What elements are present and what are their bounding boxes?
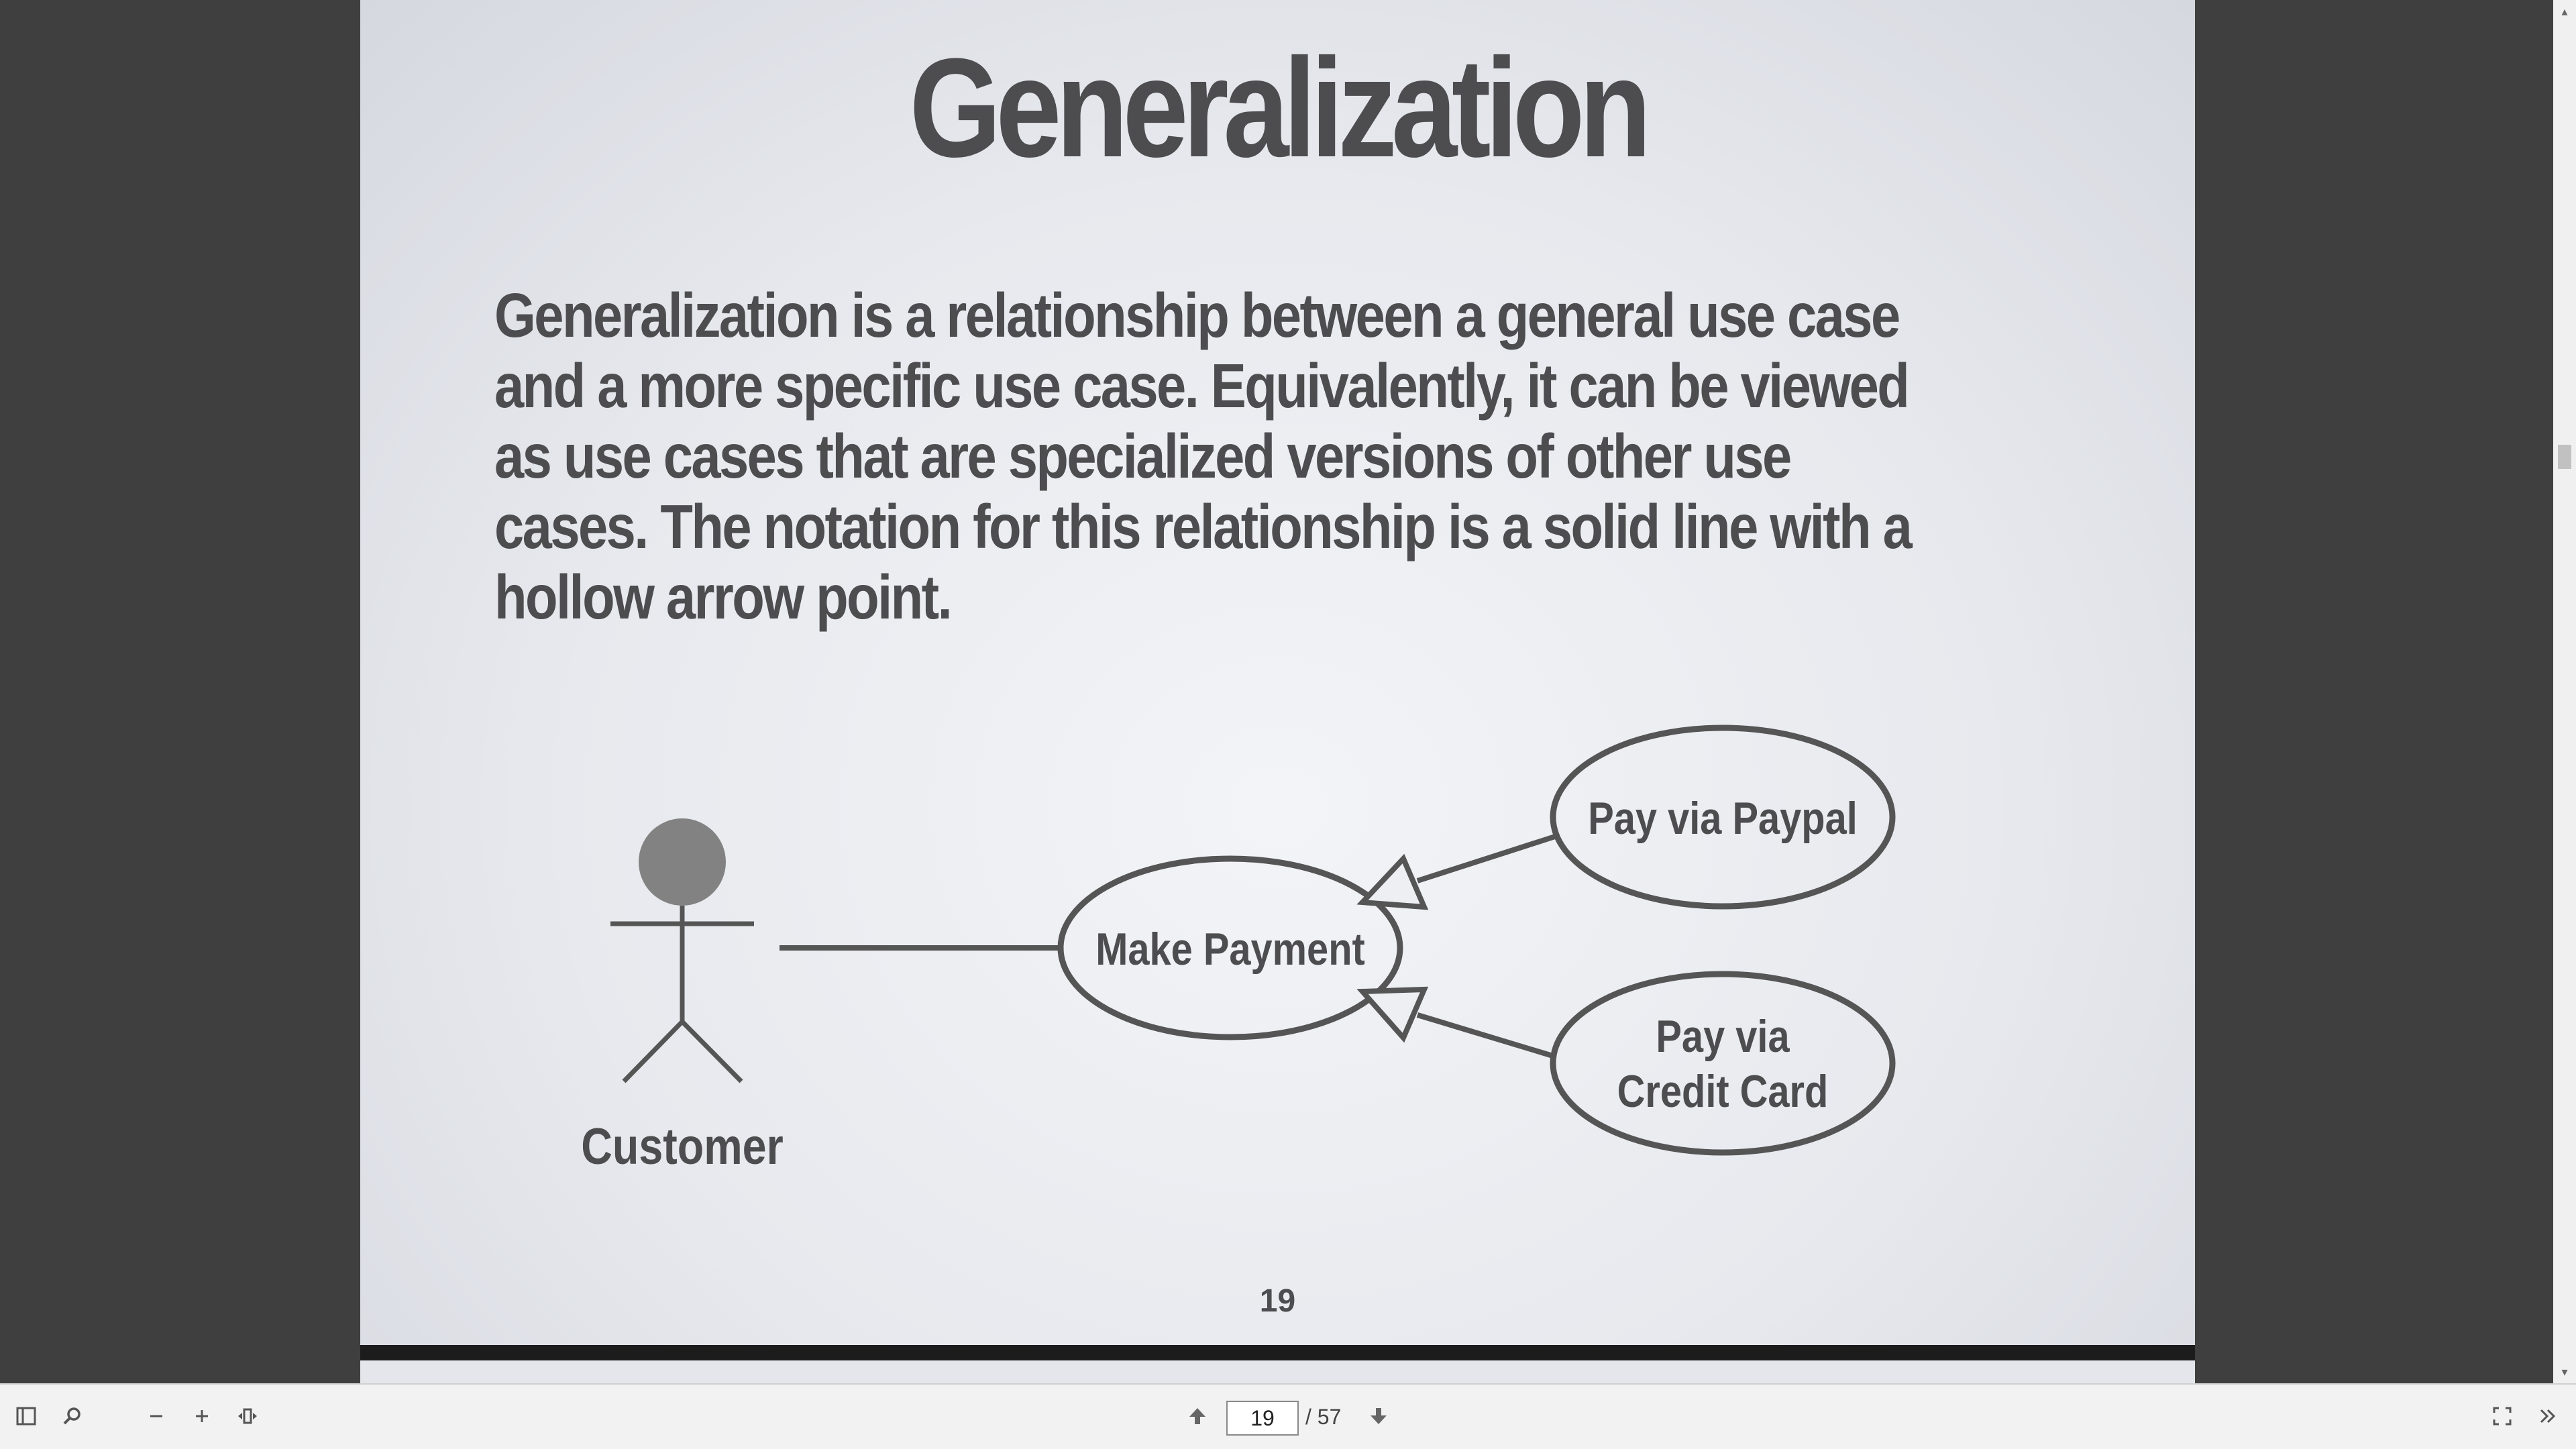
- use-case-pay-via-paypal: [1550, 724, 1896, 910]
- slide-page-number: 19: [1259, 1283, 1296, 1319]
- use-case-make-payment: [1057, 855, 1403, 1040]
- document-viewer: Generalization Generalization is a relat…: [360, 0, 2576, 1383]
- use-case-pay-via-credit-card-label-line1: Pay via: [1656, 1012, 1790, 1062]
- use-case-make-payment-label: Make Payment: [1095, 924, 1365, 975]
- page-number-input[interactable]: [1226, 1401, 1299, 1436]
- sidebar-toggle-icon[interactable]: [9, 1399, 43, 1433]
- actor-label: Customer: [581, 1118, 783, 1175]
- vertical-scrollbar[interactable]: ▴ ▾: [2553, 0, 2576, 1383]
- zoom-in-icon[interactable]: [185, 1399, 219, 1433]
- slide-title: Generalization: [909, 29, 1652, 186]
- search-icon[interactable]: [55, 1399, 89, 1433]
- page-down-icon[interactable]: [1362, 1399, 1395, 1433]
- fullscreen-icon[interactable]: [2485, 1399, 2519, 1433]
- use-case-pay-via-credit-card: [1550, 971, 1896, 1156]
- generalization-arrow-paypal: [1356, 834, 1556, 910]
- scroll-down-arrow-icon[interactable]: ▾: [2561, 1365, 2568, 1379]
- use-case-pay-via-paypal-label: Pay via Paypal: [1588, 794, 1858, 844]
- page-up-icon[interactable]: [1181, 1399, 1214, 1433]
- page-total-label: / 57: [1305, 1405, 1342, 1429]
- more-icon[interactable]: [2531, 1399, 2565, 1433]
- scroll-up-arrow-icon[interactable]: ▴: [2561, 5, 2568, 18]
- page-separator: [360, 1345, 2195, 1360]
- use-case-diagram: Customer Make Payment Pay via Paypal Pay…: [581, 724, 1896, 1175]
- actor-stick-figure: [610, 818, 754, 1083]
- generalization-arrow-credit-card: [1356, 986, 1556, 1059]
- slide-body-text: Generalization is a relationship between…: [494, 280, 1913, 632]
- next-slide-page: [360, 1360, 2195, 1383]
- use-case-pay-via-credit-card-label-line2: Credit Card: [1617, 1067, 1829, 1117]
- zoom-out-icon[interactable]: [140, 1399, 173, 1433]
- viewer-toolbar: / 57: [0, 1383, 2576, 1449]
- slide-page: Generalization Generalization is a relat…: [360, 0, 2195, 1345]
- actor-head: [639, 818, 726, 906]
- scrollbar-thumb[interactable]: [2558, 445, 2571, 469]
- fit-width-icon[interactable]: [231, 1399, 264, 1433]
